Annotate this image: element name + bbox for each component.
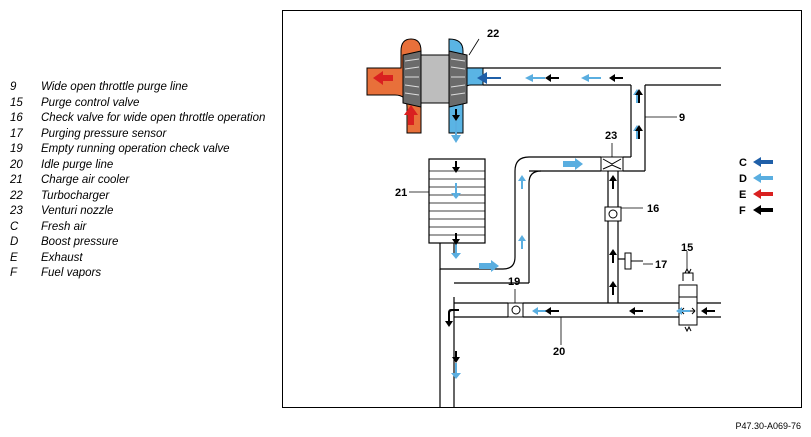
- arrow-key: C D E F: [739, 157, 773, 217]
- callout-19: 19: [508, 276, 520, 288]
- turbine-wheel: [402, 50, 422, 108]
- callout-9: 9: [679, 112, 685, 124]
- key-arrow-c: [753, 157, 773, 167]
- boost-arrows: [451, 74, 690, 379]
- pipe-network: [439, 67, 721, 407]
- key-label-d: D: [739, 173, 747, 185]
- key-arrow-e: [753, 189, 773, 199]
- purge-control-valve: [678, 267, 698, 333]
- diagram-canvas: 22 21 9 23 16 17 15 19 20 C D E F: [366, 28, 773, 407]
- leader-lines: [409, 38, 688, 345]
- callout-20: 20: [553, 346, 565, 358]
- venturi-nozzle: [600, 156, 624, 172]
- fuel-vapor-arrows: [445, 74, 715, 363]
- callout-16: 16: [647, 203, 659, 215]
- check-valve-empty-running: [507, 302, 524, 318]
- document-code: P47.30-A069-76: [735, 421, 801, 431]
- key-label-c: C: [739, 157, 747, 169]
- compressor-wheel: [448, 50, 468, 108]
- callout-17: 17: [655, 259, 667, 271]
- callout-21: 21: [395, 187, 407, 199]
- callout-23: 23: [605, 130, 617, 142]
- exhaust-arrows: [373, 71, 418, 125]
- callout-15: 15: [681, 242, 693, 254]
- key-label-e: E: [739, 189, 746, 201]
- purge-system-diagram: 22 21 9 23 16 17 15 19 20 C D E F: [282, 10, 802, 408]
- key-arrow-f: [753, 205, 773, 215]
- exhaust-arrow-out: [373, 71, 393, 85]
- turbo-shaft: [420, 54, 450, 104]
- turbocharger: [366, 38, 484, 134]
- check-valve-wot: [604, 206, 622, 222]
- charge-air-cooler: [428, 158, 486, 244]
- fresh-air-arrow: [477, 72, 501, 84]
- key-arrow-d: [753, 173, 773, 183]
- key-label-f: F: [739, 205, 746, 217]
- exhaust-arrow-in: [404, 105, 418, 125]
- callout-22: 22: [487, 28, 499, 40]
- purging-pressure-sensor: [624, 252, 643, 270]
